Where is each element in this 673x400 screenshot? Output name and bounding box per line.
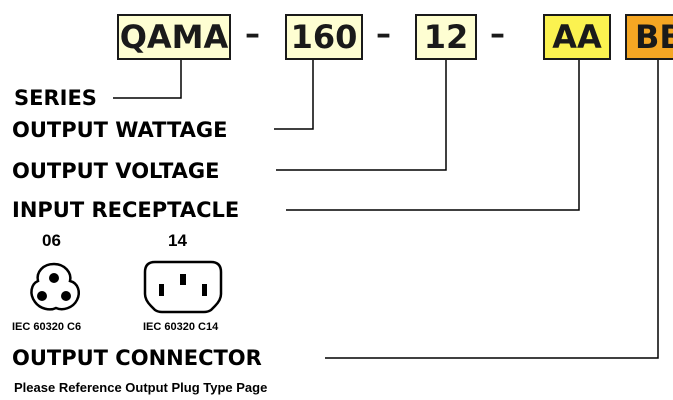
receptacle-standard-c6: IEC 60320 C6 bbox=[12, 321, 82, 333]
iec-c14-receptacle-icon bbox=[143, 260, 223, 314]
label-series: SERIES bbox=[14, 86, 97, 110]
leader-line-receptacle bbox=[286, 60, 580, 211]
receptacle-code-14: 14 bbox=[168, 231, 187, 250]
leader-line-wattage bbox=[274, 60, 314, 130]
label-output-wattage: OUTPUT WATTAGE bbox=[12, 118, 228, 142]
code-box-connector: BB bbox=[625, 14, 673, 60]
code-box-receptacle: AA bbox=[543, 14, 611, 60]
label-output-voltage: OUTPUT VOLTAGE bbox=[12, 159, 220, 183]
leader-line-voltage bbox=[276, 60, 447, 171]
label-input-receptacle: INPUT RECEPTACLE bbox=[12, 198, 240, 222]
code-box-wattage: 160 bbox=[285, 14, 363, 60]
leader-line-series bbox=[113, 60, 182, 99]
code-box-voltage: 12 bbox=[415, 14, 477, 60]
leader-line-connector bbox=[325, 60, 659, 359]
separator-3: – bbox=[490, 17, 505, 52]
receptacle-code-06: 06 bbox=[42, 231, 61, 250]
separator-1: – bbox=[245, 17, 260, 52]
code-box-series: QAMA bbox=[117, 14, 231, 60]
receptacle-standard-c14: IEC 60320 C14 bbox=[143, 321, 219, 333]
label-output-connector: OUTPUT CONNECTOR bbox=[12, 346, 262, 370]
reference-note: Please Reference Output Plug Type Page bbox=[14, 380, 268, 395]
iec-c6-receptacle-icon bbox=[30, 262, 80, 311]
separator-2: – bbox=[376, 17, 391, 52]
